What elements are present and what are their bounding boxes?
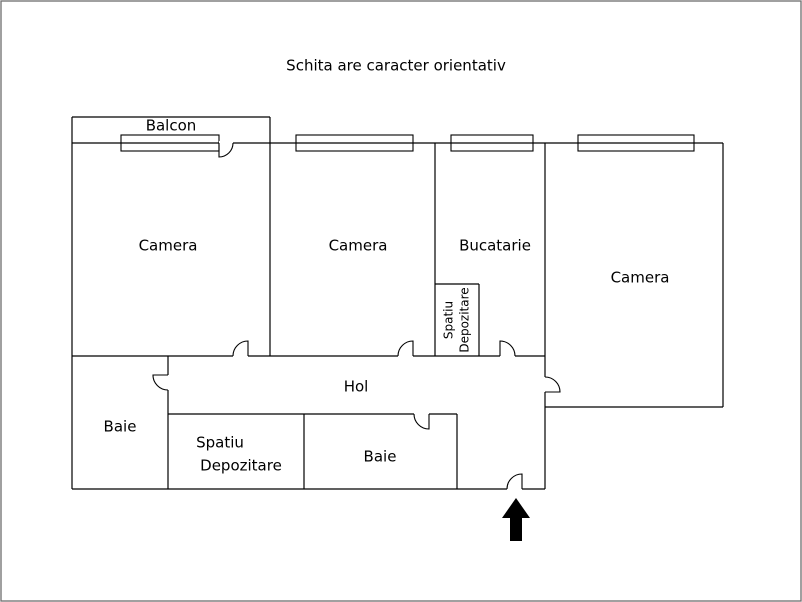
label-camera-1: Camera bbox=[139, 237, 198, 255]
door-baie-left bbox=[152, 374, 169, 391]
door-camera-1 bbox=[232, 340, 249, 357]
label-spatiu-depozitare-small-1: Spatiu bbox=[442, 301, 456, 339]
label-spatiu-depozitare-small-2: Depozitare bbox=[458, 287, 472, 352]
door-entrance bbox=[506, 473, 523, 490]
label-spatiu-depozitare-1: Spatiu bbox=[196, 434, 244, 452]
door-camera-2 bbox=[397, 340, 414, 357]
label-bucatarie: Bucatarie bbox=[459, 237, 531, 255]
door-balcon bbox=[218, 142, 234, 158]
plan-title: Schita are caracter orientativ bbox=[286, 57, 506, 75]
room-labels: Balcon Camera Camera Bucatarie Camera Sp… bbox=[104, 117, 670, 475]
walls bbox=[71, 116, 724, 490]
door-bucatarie bbox=[499, 340, 516, 357]
label-hol: Hol bbox=[344, 378, 369, 396]
label-spatiu-depozitare-2: Depozitare bbox=[200, 457, 282, 475]
label-baie-middle: Baie bbox=[364, 448, 397, 466]
door-camera-3 bbox=[544, 376, 561, 393]
doors bbox=[152, 141, 561, 491]
label-camera-3: Camera bbox=[611, 269, 670, 287]
label-baie-left: Baie bbox=[104, 418, 137, 436]
door-baie-middle bbox=[413, 413, 430, 430]
entrance-arrow-icon bbox=[502, 498, 530, 541]
windows bbox=[120, 134, 695, 152]
label-camera-2: Camera bbox=[329, 237, 388, 255]
label-balcon: Balcon bbox=[146, 117, 197, 135]
